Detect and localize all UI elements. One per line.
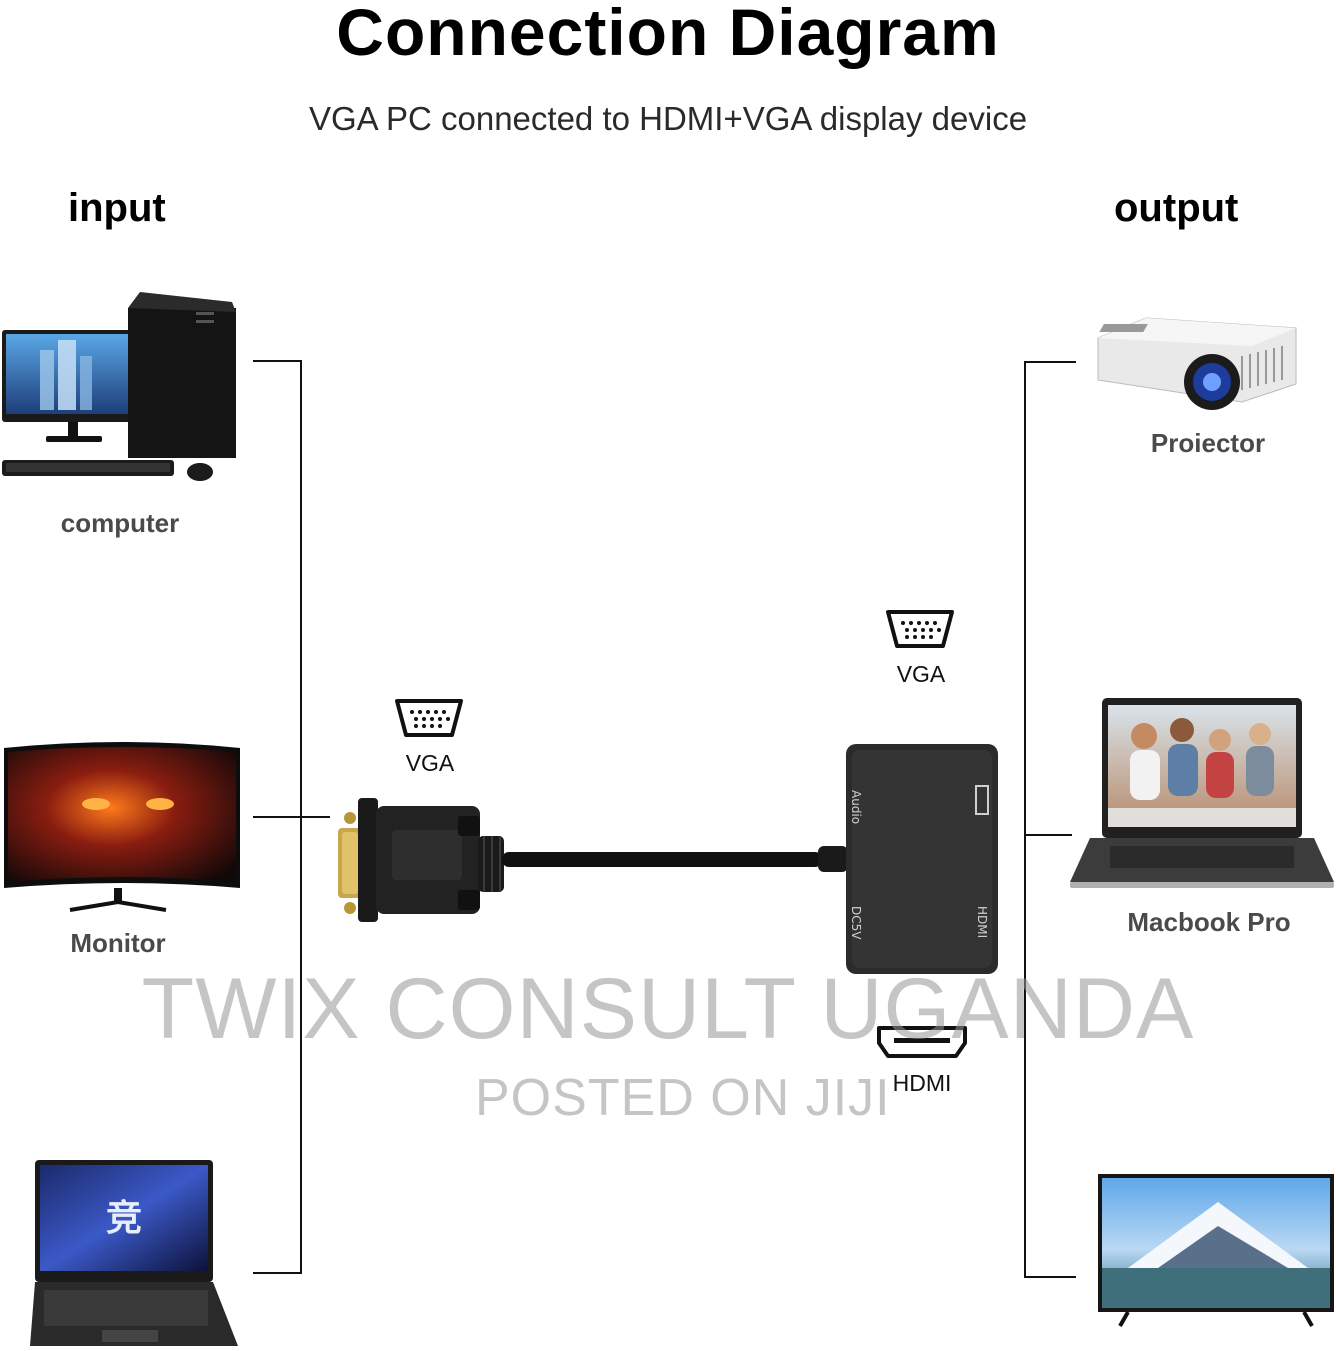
output-bracket xyxy=(1024,361,1076,1278)
input-label-computer: computer xyxy=(60,508,180,538)
watermark-sub: POSTED ON JIJI xyxy=(475,1069,891,1127)
monitor-image xyxy=(4,742,240,912)
gaming-laptop-image: 竞 xyxy=(30,1160,238,1346)
vga-hdmi-adapter-image: Audio DC5V HDMI xyxy=(338,744,998,974)
output-label-laptop: Macbook Pro xyxy=(1127,907,1291,937)
output-label-projector: Proiector xyxy=(1150,428,1266,458)
page-subtitle: VGA PC connected to HDMI+VGA display dev… xyxy=(308,100,1028,137)
svg-text:竞: 竞 xyxy=(106,1198,142,1239)
svg-text:DC5V: DC5V xyxy=(849,906,863,940)
laptop-image xyxy=(1070,698,1334,888)
input-label-monitor: Monitor xyxy=(70,928,166,958)
desktop-computer-image xyxy=(2,292,236,481)
svg-text:Audio: Audio xyxy=(849,790,863,824)
input-heading: input xyxy=(68,186,166,230)
output-hdmi-label: HDMI xyxy=(892,1070,952,1096)
output-heading: output xyxy=(1114,186,1239,230)
watermark-main: TWIX CONSULT UGANDA xyxy=(141,961,1195,1057)
vga-port-icon xyxy=(886,610,954,648)
projector-image xyxy=(1097,317,1297,410)
input-vga-label: VGA xyxy=(405,750,455,776)
output-vga-label: VGA xyxy=(896,661,946,687)
vga-port-icon xyxy=(395,699,463,737)
page-title: Connection Diagram xyxy=(336,0,1000,69)
hdmi-port-icon xyxy=(877,1026,967,1058)
svg-text:HDMI: HDMI xyxy=(975,906,989,938)
tv-image xyxy=(1098,1174,1334,1327)
